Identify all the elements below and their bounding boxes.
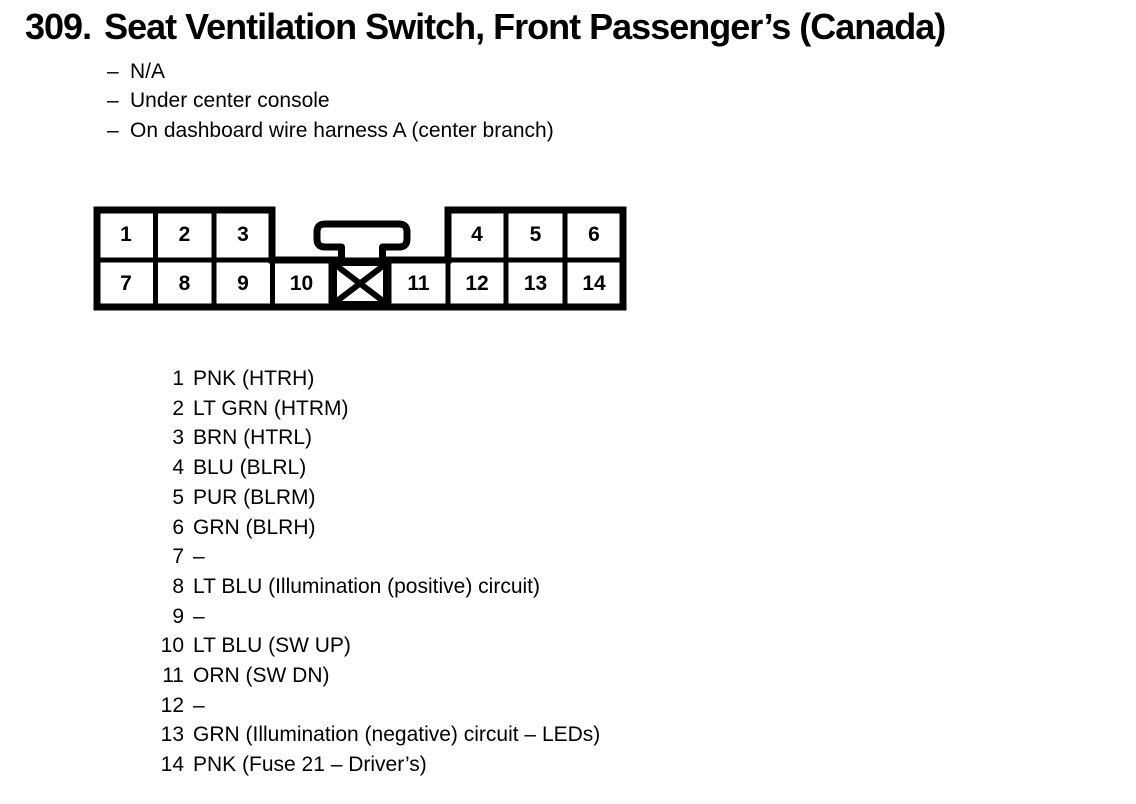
- connector-cavity-3: 3: [237, 223, 249, 246]
- pin-wire-desc: PUR (BLRM): [193, 485, 316, 509]
- pin-wire-list: 1 PNK (HTRH) 2 LT GRN (HTRM) 3 BRN (HTRL) 4…: [144, 364, 601, 780]
- pin-row: 5 PUR (BLRM): [144, 483, 600, 513]
- pin-wire-desc: LT GRN (HTRM): [193, 396, 349, 420]
- pin-number: 12: [160, 693, 184, 717]
- pin-row: 9–: [144, 602, 600, 632]
- connector-cavity-14: 14: [582, 271, 606, 295]
- connector-cavity-2: 2: [178, 223, 191, 246]
- pin-wire-desc: BRN (HTRL): [193, 426, 312, 450]
- location-note-text: On dashboard wire harness A (center bran…: [130, 118, 554, 142]
- connector-diagram: 1 2 3 4 5 6 7 8 9 10 11 12 13 14: [85, 195, 635, 320]
- location-note-text: N/A: [130, 60, 166, 83]
- pin-wire-desc: GRN (Illumination (negative) circuit – L…: [193, 723, 601, 747]
- section-title: 309. Seat Ventilation Switch, Front Pass…: [25, 6, 946, 48]
- pin-row: 11 ORN (SW DN): [144, 661, 600, 691]
- location-note: –On dashboard wire harness A (center bra…: [107, 116, 554, 145]
- connector-cavity-1: 1: [120, 223, 132, 246]
- pin-row: 2 LT GRN (HTRM): [144, 394, 600, 424]
- dash-bullet: –: [107, 118, 119, 142]
- blocked-cavity-icon: [331, 260, 389, 307]
- pin-number: 9: [172, 604, 184, 628]
- pin-wire-desc: PNK (HTRH): [193, 367, 315, 390]
- pin-number: 6: [172, 515, 184, 539]
- location-note: –N/A: [107, 57, 554, 86]
- pin-wire-desc: GRN (BLRH): [193, 515, 316, 539]
- connector-cavity-9: 9: [237, 271, 249, 295]
- pin-number: 3: [172, 426, 184, 450]
- section-number: 309.: [25, 6, 92, 47]
- pin-row: 10 LT BLU (SW UP): [144, 631, 600, 661]
- pin-wire-desc: –: [193, 545, 205, 569]
- connector-drawing: [93, 206, 627, 311]
- pin-wire-desc: ORN (SW DN): [193, 664, 330, 688]
- pin-row: 4 BLU (BLRL): [144, 453, 600, 483]
- pin-number: 2: [172, 396, 184, 420]
- location-notes: –N/A –Under center console –On dashboard…: [107, 57, 554, 145]
- connector-cavity-10: 10: [289, 271, 314, 295]
- connector-cavity-4: 4: [471, 223, 483, 246]
- pin-number: 1: [172, 367, 184, 390]
- pin-number: 13: [160, 723, 184, 747]
- pin-row: 3 BRN (HTRL): [144, 423, 600, 453]
- pin-wire-desc: –: [193, 693, 205, 717]
- pin-row: 7–: [144, 542, 600, 572]
- connector-cavity-13: 13: [523, 271, 548, 295]
- pin-number: 4: [172, 456, 184, 480]
- dash-bullet: –: [107, 60, 119, 83]
- pin-wire-desc: PNK (Fuse 21 – Driver’s): [193, 753, 427, 777]
- dash-bullet: –: [107, 89, 119, 113]
- pin-wire-desc: –: [193, 604, 205, 628]
- pin-number: 11: [162, 664, 184, 688]
- t-shaped-key-icon: [313, 220, 411, 264]
- location-note: –Under center console: [107, 86, 554, 115]
- pin-number: 8: [172, 574, 184, 598]
- pin-row: 1 PNK (HTRH): [144, 364, 600, 394]
- pin-number: 14: [160, 753, 184, 777]
- pin-row: 14 PNK (Fuse 21 – Driver’s): [144, 750, 600, 780]
- pin-number: 5: [172, 485, 184, 509]
- connector-cavity-8: 8: [178, 271, 191, 295]
- location-note-text: Under center console: [130, 89, 330, 113]
- pin-number: 10: [160, 634, 184, 658]
- section-title-text: Seat Ventilation Switch, Front Passenger…: [104, 6, 946, 47]
- connector-cavity-5: 5: [529, 223, 542, 246]
- pin-row: 12–: [144, 691, 600, 721]
- pin-row: 8 LT BLU (Illumination (positive) circuit…: [144, 572, 600, 602]
- connector-cavity-12: 12: [465, 271, 489, 295]
- pin-number: 7: [172, 545, 184, 569]
- pin-row: 13 GRN (Illumination (negative) circuit –…: [144, 720, 601, 750]
- pin-wire-desc: LT BLU (SW UP): [193, 634, 351, 658]
- connector-cavity-6: 6: [588, 223, 600, 246]
- pin-row: 6 GRN (BLRH): [144, 513, 600, 543]
- connector-cavity-7: 7: [120, 271, 132, 295]
- connector-cavity-11: 11: [407, 271, 430, 295]
- pin-wire-desc: LT BLU (Illumination (positive) circuit): [193, 574, 540, 598]
- pin-wire-desc: BLU (BLRL): [193, 456, 307, 480]
